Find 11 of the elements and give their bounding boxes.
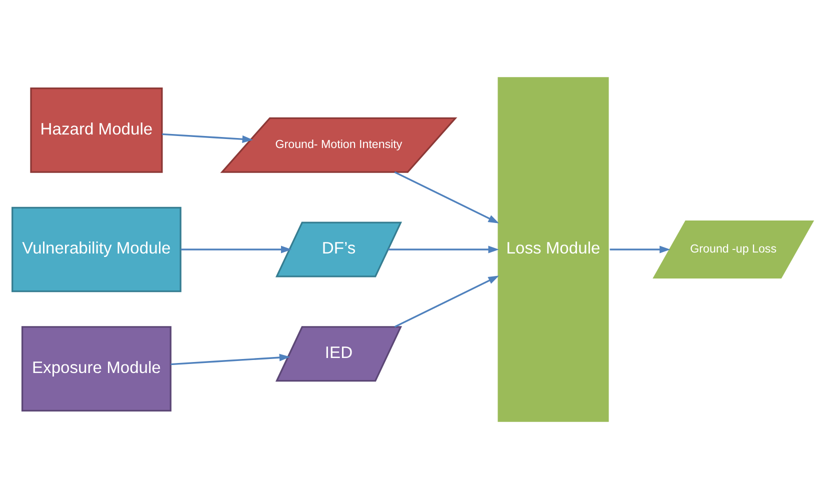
arrow bbox=[162, 132, 254, 142]
node-box: Vulnerability Module bbox=[12, 206, 182, 292]
arrow bbox=[394, 170, 500, 223]
arrow bbox=[610, 245, 670, 253]
arrow bbox=[180, 245, 292, 253]
node-box: Hazard Module bbox=[30, 87, 163, 172]
arrow bbox=[388, 245, 500, 253]
arrow bbox=[170, 353, 290, 365]
node-box: Loss Module bbox=[496, 74, 610, 424]
node-box: Exposure Module bbox=[21, 326, 172, 411]
arrow bbox=[394, 275, 500, 328]
